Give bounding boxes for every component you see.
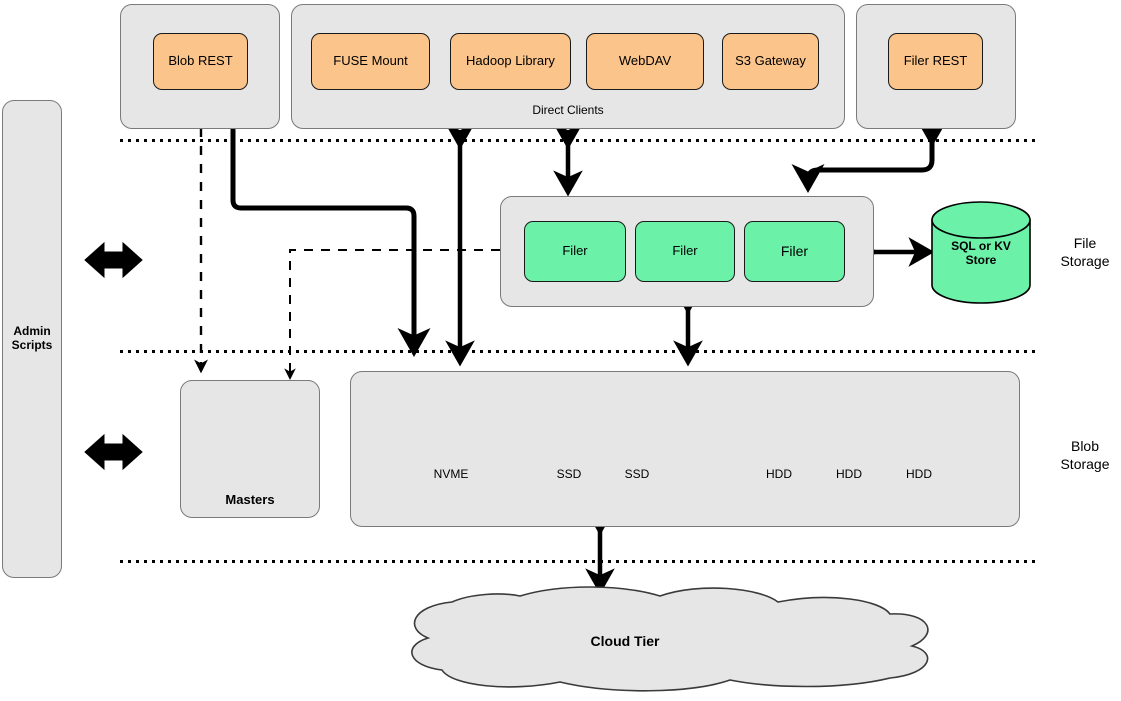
client-blob-rest[interactable]: Blob REST [153, 33, 248, 90]
filer-node-3[interactable]: Filer [744, 221, 845, 282]
volume-label-hdd-3: HDD [906, 467, 932, 481]
volume-label-hdd-2: HDD [836, 467, 862, 481]
tier-label-blob-storage-line1: Blob [1070, 438, 1100, 454]
metastore-label: SQL or KV Store [932, 228, 1030, 280]
client-fuse-mount[interactable]: FUSE Mount [311, 33, 430, 90]
filer-node-1[interactable]: Filer [524, 221, 626, 282]
admin-scripts-label-line1: Admin [13, 324, 51, 339]
client-hadoop-library[interactable]: Hadoop Library [450, 33, 571, 90]
client-s3-gateway[interactable]: S3 Gateway [722, 33, 819, 90]
admin-scripts-box[interactable]: Admin Scripts [2, 100, 62, 578]
tier-label-file-storage-line2: Storage [1060, 253, 1110, 270]
admin-arrow-blob-storage [84, 433, 143, 471]
volume-label-nvme: NVME [433, 467, 469, 481]
volume-servers-group [350, 371, 1020, 527]
masters-group [180, 380, 320, 518]
client-webdav[interactable]: WebDAV [586, 33, 704, 90]
admin-arrow-file-storage [84, 241, 143, 279]
masters-label: Masters [225, 491, 275, 507]
admin-scripts-label-line2: Scripts [11, 338, 53, 352]
tier-label-file-storage-line1: File [1073, 235, 1097, 251]
tier-label-file-storage: File Storage [1050, 234, 1120, 270]
volume-label-ssd-2: SSD [624, 467, 650, 481]
metastore-label-line2: Store [965, 253, 997, 267]
direct-clients-label: Direct Clients [532, 103, 604, 117]
link-filerrest-to-filers [791, 118, 949, 194]
volume-label-hdd-1: HDD [766, 467, 792, 481]
tier-label-blob-storage: Blob Storage [1050, 437, 1120, 473]
filer-node-2[interactable]: Filer [635, 221, 735, 282]
tier-label-blob-storage-line2: Storage [1060, 456, 1110, 473]
client-filer-rest[interactable]: Filer REST [888, 33, 983, 90]
metastore-label-line1: SQL or KV [951, 239, 1011, 254]
dashed-filer-to-masters [284, 249, 500, 380]
cloud-tier-label: Cloud Tier [590, 632, 660, 649]
link-blobrest-to-volumes [230, 118, 431, 358]
volume-label-ssd-1: SSD [556, 467, 582, 481]
